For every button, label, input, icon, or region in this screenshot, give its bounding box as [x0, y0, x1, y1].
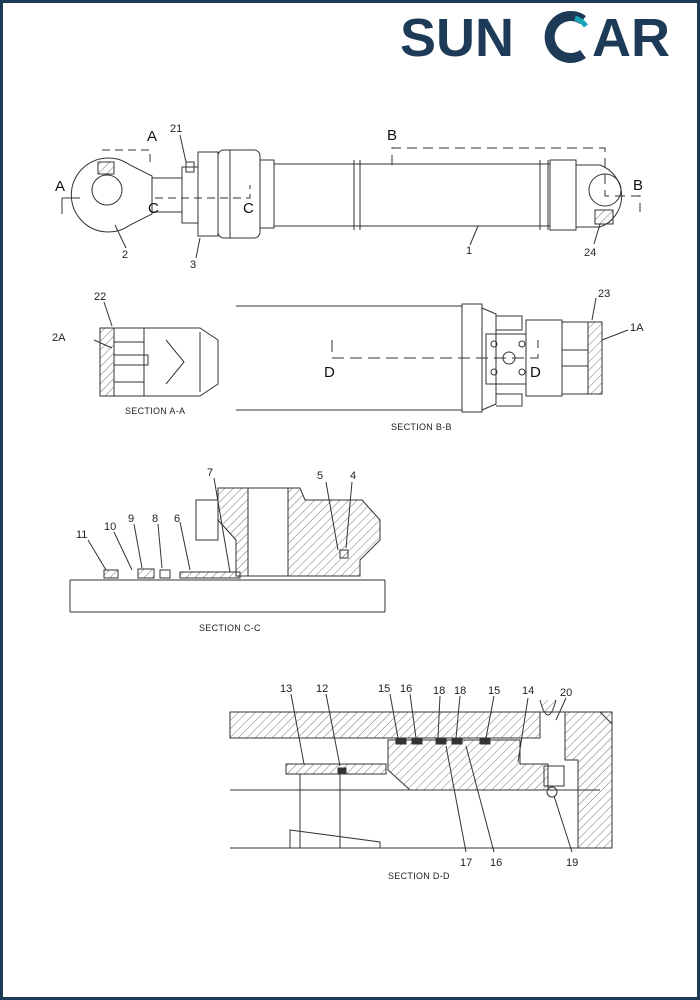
callout-21: 21: [170, 123, 182, 135]
callout-2a: 2A: [52, 332, 66, 344]
top-view-markers: A A B B C C: [55, 127, 643, 217]
callout-2: 2: [122, 249, 128, 261]
marker-d: D: [530, 364, 541, 381]
section-aa-drawing: [93, 301, 219, 397]
callout-7: 7: [207, 467, 213, 479]
callout-11: 11: [76, 529, 87, 541]
section-bb-drawing: [236, 297, 629, 413]
section-dd-caption: SECTION D-D: [388, 871, 450, 881]
section-bb-caption: SECTION B-B: [391, 422, 452, 432]
callout-1a: 1A: [630, 322, 644, 334]
callout-24: 24: [584, 247, 596, 259]
section-bb-callouts: 23 1A SECTION B-B: [391, 288, 644, 432]
logo-text-sun: SUN: [400, 8, 514, 68]
callout-10: 10: [104, 521, 116, 533]
callout-5: 5: [317, 470, 323, 482]
logo-text-ar: AR: [592, 8, 670, 68]
marker-c: C: [148, 200, 159, 217]
callout-15: 15: [378, 683, 390, 695]
callout-22: 22: [94, 291, 106, 303]
section-aa-callouts: 22 2A SECTION A-A: [52, 291, 185, 416]
callout-18: 18: [454, 685, 466, 697]
callout-15: 15: [488, 685, 500, 697]
callout-9: 9: [128, 513, 134, 525]
callout-18: 18: [433, 685, 445, 697]
callout-1: 1: [466, 245, 472, 257]
marker-a: A: [147, 128, 157, 145]
callout-14: 14: [522, 685, 534, 697]
callout-8: 8: [152, 513, 158, 525]
marker-d: D: [324, 364, 335, 381]
callout-16: 16: [490, 857, 502, 869]
callout-13: 13: [280, 683, 292, 695]
callout-4: 4: [350, 470, 356, 482]
section-dd-drawing: [229, 693, 613, 853]
marker-b: B: [633, 177, 643, 194]
marker-b: B: [387, 127, 397, 144]
logo-c-icon: [544, 11, 589, 63]
callout-17: 17: [460, 857, 472, 869]
callout-3: 3: [190, 259, 196, 271]
callout-23: 23: [598, 288, 610, 300]
callout-20: 20: [560, 687, 572, 699]
top-view-callouts: 21 2 3 1 24: [122, 123, 596, 271]
marker-a: A: [55, 178, 65, 195]
marker-c: C: [243, 200, 254, 217]
section-dd-callouts: 13 12 15 16 18 18 15 14 20 17 16 19 SECT…: [280, 683, 578, 881]
section-aa-caption: SECTION A-A: [125, 406, 185, 416]
callout-19: 19: [566, 857, 578, 869]
callout-12: 12: [316, 683, 328, 695]
suncar-logo: SUN AR: [400, 8, 670, 68]
section-cc-drawing: [69, 477, 386, 613]
cylinder-assembly-view: [61, 134, 641, 259]
callout-16: 16: [400, 683, 412, 695]
section-cc-caption: SECTION C-C: [199, 623, 261, 633]
callout-6: 6: [174, 513, 180, 525]
section-bb-markers: D D: [324, 364, 541, 381]
section-cc-callouts: 7 5 4 11 10 9 8 6 SECTION C-C: [76, 467, 356, 633]
